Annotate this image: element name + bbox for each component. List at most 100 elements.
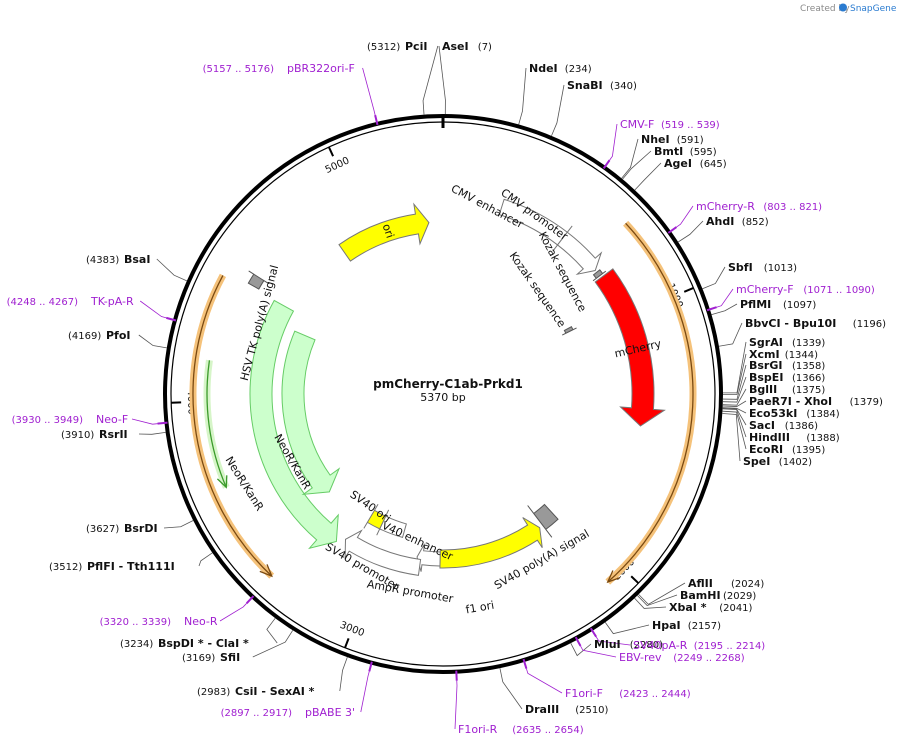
primer-mcherry-r[interactable]: (803 .. 821)mCherry-R [696,200,822,213]
site-bsai[interactable]: BsaI(4383) [86,253,150,266]
primer-name: F1ori-R [458,723,498,736]
site-name: AseI [442,40,469,53]
site-bsrgi[interactable]: BsrGI(1358) [749,359,825,372]
site-position: (2029) [723,591,756,602]
primer-mark [245,595,255,604]
tick-mark [344,638,350,649]
site-position: (1358) [792,361,825,372]
site-name: BsaI [124,253,150,266]
site-eco53ki[interactable]: Eco53kI(1384) [749,407,840,420]
site-pflfi-tth111i[interactable]: PflFI - Tth111I(3512) [49,560,175,573]
site-leader [438,45,446,115]
site-bmti[interactable]: BmtI(595) [654,145,717,158]
site-ecori[interactable]: EcoRI(1395) [749,443,825,456]
orf-arc-line [206,360,227,488]
feature-label: f1 ori [465,599,496,617]
feature-box [527,503,559,538]
site-sbfi[interactable]: SbfI(1013) [728,261,797,274]
primer-pbabe-3[interactable]: (2897 .. 2917)pBABE 3' [221,706,355,719]
site-leader [722,353,747,395]
site-rsrii[interactable]: RsrII(3910) [61,428,128,441]
site-bglii[interactable]: BglII(1375) [749,383,825,396]
site-leader [638,582,686,605]
site-leader [570,642,592,657]
site-bamhi[interactable]: BamHI(2029) [680,589,756,602]
site-saci[interactable]: SacI(1386) [749,419,818,432]
site-bbvci-bpu10i[interactable]: BbvCI - Bpu10I(1196) [745,317,886,330]
site-leader [722,413,741,462]
site-agei[interactable]: AgeI(645) [664,157,727,170]
site-bspei[interactable]: BspEI(1366) [749,371,825,384]
primer-name: CMV-F [620,118,654,131]
site-bsrdi[interactable]: BsrDI(3627) [86,522,158,535]
site-name: SpeI [743,455,770,468]
feature-arrow [439,517,543,569]
site-draiii[interactable]: DraIII(2510) [525,703,609,716]
site-position: (1344) [785,350,818,361]
site-pfoi[interactable]: PfoI(4169) [68,329,131,342]
primer-name: Neo-R [184,615,218,628]
site-aflii[interactable]: AflII(2024) [688,577,764,590]
plasmid-size: 5370 bp [420,391,465,404]
site-ndei[interactable]: NdeI(234) [529,62,592,75]
site-bspdi-clai[interactable]: BspDI * - ClaI *(3234) [120,637,249,650]
feature-arrow [556,231,603,276]
site-nhei[interactable]: NheI(591) [641,133,704,146]
site-sgrai[interactable]: SgrAI(1339) [749,336,825,349]
site-position: (2280) [630,640,663,651]
site-snabi[interactable]: SnaBI(340) [567,79,637,92]
site-name: PaeR7I - XhoI [749,395,832,408]
feature-arrow [249,299,339,550]
primer-tk-pa-r[interactable]: (4248 .. 4267)TK-pA-R [7,295,134,308]
site-mlui[interactable]: MluI(2280) [594,638,663,651]
primer-leader [580,645,617,658]
primer-name: mCherry-R [696,200,755,213]
feature-ori[interactable]: ori [338,202,430,262]
primer-neo-r[interactable]: (3320 .. 3339)Neo-R [100,615,218,628]
site-hpai[interactable]: HpaI(2157) [652,619,721,632]
primer-leader [131,418,158,425]
site-leader [722,341,747,394]
primer-f1ori-f[interactable]: (2423 .. 2444)F1ori-F [565,687,691,700]
site-hindiii[interactable]: HindIII(1388) [749,431,840,444]
primer-neo-f[interactable]: (3930 .. 3949)Neo-F [12,413,129,426]
primer-ebv-rev[interactable]: (2249 .. 2268)EBV-rev [619,651,745,664]
site-position: (1375) [792,385,825,396]
site-leader [722,376,747,403]
primer-mark [706,306,717,312]
primer-leader [609,123,618,161]
primer-f1ori-r[interactable]: (2635 .. 2654)F1ori-R [458,723,584,736]
site-pcii[interactable]: PciI(5312) [367,40,427,53]
site-spei[interactable]: SpeI(1402) [743,455,812,468]
site-leader [637,594,678,607]
primer-leader [526,668,563,694]
site-name: CsiI - SexAI * [235,685,315,698]
site-ahdi[interactable]: AhdI(852) [706,215,769,228]
site-xbai[interactable]: XbaI *(2041) [669,601,753,614]
primer-leader [676,205,694,228]
primer-name: Neo-F [96,413,128,426]
feature-neor-kanr[interactable]: NeoR/KanR [223,299,339,550]
primer-name: SV40pA-R [633,639,688,652]
site-asei[interactable]: AseI(7) [442,40,492,53]
site-pflmi[interactable]: PflMI(1097) [740,298,816,311]
site-xcmi[interactable]: XcmI(1344) [749,348,818,361]
primer-mark [166,316,177,322]
site-paer7i-xhoi[interactable]: PaeR7I - XhoI(1379) [749,395,883,408]
site-position: (1097) [783,300,816,311]
site-position: (1196) [853,319,886,330]
primer-pbr322ori-f[interactable]: (5157 .. 5176)pBR322ori-F [203,62,355,75]
orf-arrowhead [606,570,621,584]
site-leader [722,408,747,438]
feature-f1-ori[interactable]: f1 ori [439,517,543,617]
primer-mcherry-f[interactable]: (1071 .. 1090)mCherry-F [736,283,875,296]
primer-leader [454,680,458,730]
primer-sv40pa-r[interactable]: (2195 .. 2214)SV40pA-R [633,639,765,652]
site-csii-sexai[interactable]: CsiI - SexAI *(2983) [197,685,315,698]
primer-mark [667,226,678,234]
feature-mcherry[interactable]: mCherry [594,268,666,427]
primer-cmv-f[interactable]: (519 .. 539)CMV-F [620,118,720,131]
site-position: (2510) [575,705,608,716]
feature-sv40-ori[interactable]: SV40 ori [348,488,393,530]
site-sfii[interactable]: SfiI(3169) [182,651,240,664]
